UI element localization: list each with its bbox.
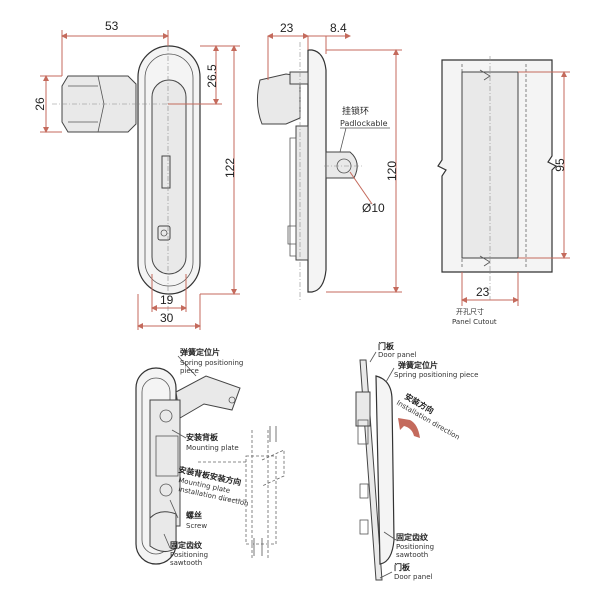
sawtooth-label-cn: 固定齿纹 bbox=[170, 540, 203, 550]
screw-label-en: Screw bbox=[186, 522, 207, 530]
sawtooth2-label-cn: 固定齿纹 bbox=[396, 532, 429, 542]
dim-cutout-95: 95 bbox=[553, 158, 567, 172]
side-plate bbox=[307, 49, 327, 293]
dim-122: 122 bbox=[223, 158, 237, 178]
installation-arrow bbox=[398, 418, 420, 438]
sawtooth2-label-en-1: Positioning bbox=[396, 543, 434, 551]
screw-label-cn: 螺丝 bbox=[186, 510, 202, 520]
installed-side-view: 门板 Door panel 弹簧定位片 Spring positioning p… bbox=[355, 341, 478, 581]
spring-label-en-1: Spring positioning bbox=[180, 359, 243, 367]
cutout-label-cn: 开孔尺寸 bbox=[456, 307, 484, 316]
dim-26: 26 bbox=[33, 97, 47, 111]
cutout-label-en: Panel Cutout bbox=[452, 318, 497, 326]
dim-side-phi10: Ø10 bbox=[362, 201, 385, 215]
front-view: 53 26 26.5 122 19 30 bbox=[33, 19, 240, 330]
mounting-plate-en: Mounting plate bbox=[186, 444, 239, 452]
spring2-label-cn: 弹簧定位片 bbox=[398, 360, 438, 370]
spring2-label-en: Spring positioning piece bbox=[394, 371, 478, 379]
door-panel-bottom-cn: 门板 bbox=[394, 562, 411, 572]
dim-30: 30 bbox=[160, 311, 174, 325]
side-view: 23 8.4 120 Ø10 挂锁环 Padlockable bbox=[256, 21, 402, 300]
padlockable-en: Padlockable bbox=[340, 119, 388, 128]
spring-label-en-2: piece bbox=[180, 367, 199, 375]
mounting-plate-cn: 安装背板 bbox=[186, 432, 219, 442]
dim-side-8-4: 8.4 bbox=[330, 21, 347, 35]
panel-cutout-view: 95 23 开孔尺寸 Panel Cutout bbox=[437, 56, 570, 326]
padlockable-cn: 挂锁环 bbox=[342, 105, 369, 117]
sawtooth-label-en-1: Positioning bbox=[170, 551, 208, 559]
spring-label-cn: 弹簧定位片 bbox=[180, 347, 220, 357]
dim-19: 19 bbox=[160, 293, 174, 307]
exploded-assembly-view: 弹簧定位片 Spring positioning piece 安装背板 Moun… bbox=[135, 347, 285, 567]
sawtooth2-label-en-2: sawtooth bbox=[396, 551, 428, 559]
dim-26-5: 26.5 bbox=[205, 64, 219, 88]
dim-side-23: 23 bbox=[280, 21, 294, 35]
door-panel-top-cn: 门板 bbox=[378, 341, 395, 351]
dim-cutout-23: 23 bbox=[476, 285, 490, 299]
dim-53: 53 bbox=[105, 19, 119, 33]
door-panel-top-en: Door panel bbox=[378, 351, 417, 359]
door-panel-bottom-en: Door panel bbox=[394, 573, 433, 581]
sawtooth-label-en-2: sawtooth bbox=[170, 559, 202, 567]
dim-side-120: 120 bbox=[385, 161, 399, 181]
